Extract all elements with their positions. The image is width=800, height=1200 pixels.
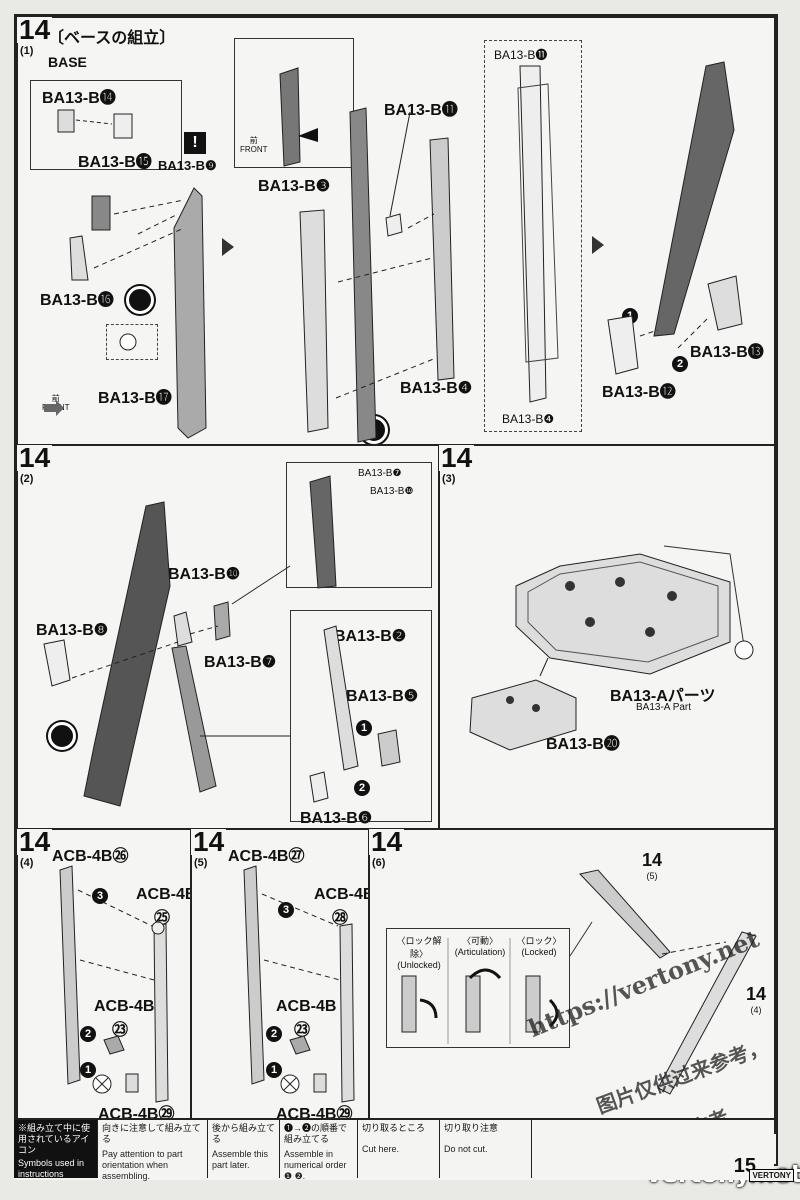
legend-do-not-cut: 切り取り注意 Do not cut. <box>440 1120 532 1178</box>
part-label-acb23-a: ACB-4B <box>276 998 337 1015</box>
section-title-jp: 〔ベースの組立〕 <box>48 30 176 47</box>
part-label-b7: BA13-B❼ <box>204 654 277 671</box>
part-label-acb25-a: ACB-4B <box>136 886 197 903</box>
sub-step-label: (2) <box>20 473 34 485</box>
part-label-b14: BA13-B⓮ <box>42 90 116 107</box>
part-label-b11: BA13-B⓫ <box>384 102 458 119</box>
part-label-b3: BA13-B❸ <box>258 178 331 195</box>
part-label-b7-inset: BA13-B❼ <box>358 468 402 479</box>
step-number: 14 <box>369 826 405 857</box>
parts-drawing-14-6 <box>401 869 757 1095</box>
order-2-marker: 2 <box>672 356 688 372</box>
part-label-b4: BA13-B❹ <box>400 380 473 397</box>
step-14-4-panel: 14 (4) ACB-4B㉖ ACB-4B ㉕ ACB-4B ㉓ ACB-4B㉙… <box>16 826 196 1134</box>
parts-drawing-14-1b <box>279 67 455 443</box>
inset-b14-b15 <box>30 80 182 170</box>
step-number: 14 <box>17 14 53 45</box>
sub-step-label: (5) <box>194 857 208 869</box>
sub-step-label: (6) <box>372 857 386 869</box>
part-label-acb26: ACB-4B㉖ <box>52 848 129 865</box>
order-3-marker: 3 <box>92 888 108 904</box>
parts-drawing-14-2 <box>43 475 401 807</box>
legend-cut-here: 切り取るところ Cut here. <box>358 1120 440 1178</box>
part-label-b12: BA13-B⓬ <box>602 384 676 401</box>
parts-drawing-14-5 <box>243 865 355 1103</box>
flow-arrow <box>222 238 234 256</box>
part-label-b17: BA13-B⓱ <box>98 390 172 407</box>
part-label-acb23-b: ㉓ <box>112 1022 129 1039</box>
state-articulation: 〈可動〉 (Articulation) <box>454 936 506 957</box>
step-number: 14 <box>191 826 227 857</box>
step-14-1-panel: 14 (1) 〔ベースの組立〕 BASE BA13-B⓮ BA13-B⓯ ! B… <box>16 16 776 446</box>
order-2-marker: 2 <box>354 780 370 796</box>
parts-drawing-inset <box>517 65 559 403</box>
parts-drawing-14-1a <box>44 109 207 439</box>
order-1-marker: 1 <box>266 1062 282 1078</box>
part-label-b10-inset: BA13-B❿ <box>370 486 414 497</box>
step-number: 14 <box>17 442 53 473</box>
section-title-en: BASE <box>48 54 87 70</box>
part-label-b6: BA13-B❻ <box>300 810 373 827</box>
sub-step-label: (3) <box>442 473 456 485</box>
part-label-b5: BA13-B❺ <box>346 688 419 705</box>
step-14-5-panel: 14 (5) ACB-4B㉗ ACB-4B ㉘ ACB-4B ㉓ ACB-4B㉙… <box>190 826 374 1134</box>
ref-step-14-4: 14 (4) <box>746 984 767 1015</box>
part-label-b4-inset: BA13-B❹ <box>502 412 555 426</box>
order-1-marker: 1 <box>80 1062 96 1078</box>
legend-assemble-later: 後から組み立てる Assemble this part later. <box>208 1120 280 1178</box>
part-label-acb27: ACB-4B㉗ <box>228 848 305 865</box>
detail-inset-b11-b4 <box>484 40 582 432</box>
part-label-b16: BA13-B⓰ <box>40 292 114 309</box>
part-label-b10: BA13-B❿ <box>168 566 241 583</box>
assemble-later-icon <box>48 722 76 750</box>
step-number: 14 <box>439 442 475 473</box>
legend-title: ※組み立て中に使用されているアイコン Symbols used in instr… <box>14 1120 98 1179</box>
part-label-b13: BA13-B⓭ <box>690 344 764 361</box>
order-1-marker: 1 <box>356 720 372 736</box>
part-label-b9: BA13-B❾ <box>158 158 217 173</box>
part-label-b8: BA13-B❽ <box>36 622 109 639</box>
order-2-marker: 2 <box>266 1026 282 1042</box>
a-parts-label-jp: BA13-Aパーツ <box>610 688 716 705</box>
part-label-b15: BA13-B⓯ <box>78 154 152 171</box>
detail-inset-b9 <box>106 324 158 360</box>
order-2-marker: 2 <box>80 1026 96 1042</box>
step-14-6-panel: 14 (6) 14 (5) 14 (4) 〈ロック解除〉 (Unlocked) … <box>368 828 776 1134</box>
flow-arrow-2 <box>592 236 604 254</box>
part-label-acb28-a: ACB-4B <box>314 886 375 903</box>
part-label-acb23-a: ACB-4B <box>94 998 155 1015</box>
state-locked: 〈ロック〉 (Locked) <box>516 936 562 957</box>
a-parts-label-en: BA13-A Part <box>636 702 692 713</box>
base-plate-drawing <box>469 545 754 751</box>
part-label-acb28-b: ㉘ <box>332 910 349 927</box>
part-label-acb23-b: ㉓ <box>294 1022 311 1039</box>
ref-step-14-5: 14 (5) <box>642 850 663 881</box>
parts-drawing-14-4 <box>59 865 169 1103</box>
step-number: 14 <box>17 826 53 857</box>
orientation-icon: ! <box>184 132 206 154</box>
sub-step-label: (1) <box>20 45 34 57</box>
sub-step-label: (4) <box>20 857 34 869</box>
step-14-2-panel: 14 (2) BA13-B❼ BA13-B❿ BA13-B❷ BA13-B❺ B… <box>16 444 440 830</box>
step-14-3-panel: 14 (3) BA13-Aパーツ BA13-A Part BA13-B⓴ <box>438 444 776 830</box>
part-label-b20: BA13-B⓴ <box>546 736 620 753</box>
part-label-b11-inset: BA13-B⓫ <box>494 48 548 62</box>
state-unlocked: 〈ロック解除〉 (Unlocked) <box>396 936 442 970</box>
symbols-legend: ※組み立て中に使用されているアイコン Symbols used in instr… <box>14 1118 774 1181</box>
legend-numerical-order: ❶→❷の順番で組み立てる Assemble in numerical order… <box>280 1120 358 1181</box>
part-label-b2: BA13-B❷ <box>334 628 407 645</box>
assemble-later-icon <box>126 286 154 314</box>
brand-box: VERTONY <box>749 1169 794 1182</box>
instruction-page: 14 (1) 〔ベースの組立〕 BASE BA13-B⓮ BA13-B⓯ ! B… <box>14 14 800 1188</box>
legend-orientation: 向きに注意して組み立てる Pay attention to part orien… <box>98 1120 208 1181</box>
parts-drawing-14-1c <box>607 61 743 375</box>
